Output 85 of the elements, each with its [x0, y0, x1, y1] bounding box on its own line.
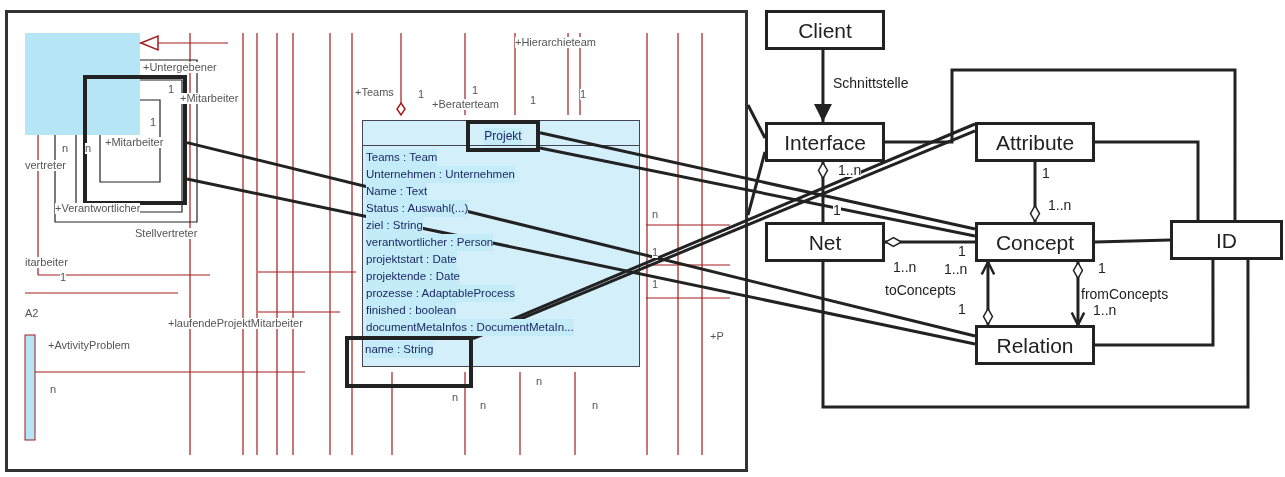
arrow	[813, 50, 832, 122]
class-box	[765, 10, 885, 50]
attribute-text: Status : Auswahl(...)	[366, 200, 469, 217]
role-label: 1	[652, 247, 659, 258]
highlight-frame	[466, 120, 540, 152]
role-label: 1	[652, 279, 659, 290]
multiplicity-label: 1..n	[944, 262, 968, 276]
class-name: Net	[808, 231, 842, 253]
connector-line	[539, 131, 976, 231]
connector-line	[539, 146, 976, 238]
role-label: 1	[60, 272, 67, 283]
class-box	[975, 325, 1095, 365]
role-label: vertreter	[25, 160, 66, 171]
role-label: n	[452, 392, 459, 403]
role-label: n	[536, 376, 543, 387]
class-box	[975, 222, 1095, 262]
multiplicity-label: 1	[1098, 261, 1106, 275]
attribute-text: Name : Text	[366, 183, 428, 200]
role-label: 1	[168, 84, 175, 95]
class-box	[1170, 220, 1283, 260]
role-label: 1	[472, 85, 479, 96]
role-label: +Mitarbeiter	[180, 93, 239, 104]
role-label: itarbeiter	[25, 257, 68, 268]
role-label: n	[50, 384, 57, 395]
multiplicity-label: 1..n	[838, 163, 862, 177]
class-name: ID	[1216, 229, 1237, 251]
role-label: +Mitarbeiter	[105, 137, 164, 148]
role-label: +Teams	[355, 87, 394, 98]
multiplicity-label: 1..n	[1048, 198, 1072, 212]
attribute-text: projektende : Date	[366, 268, 460, 285]
multiplicity-label: 1	[1042, 166, 1050, 180]
role-label: n	[592, 400, 599, 411]
connector-line	[1094, 238, 1171, 244]
attribute-text: Unternehmen : Unternehmen	[366, 166, 515, 183]
multiplicity-label: 1	[958, 302, 966, 316]
role-label: n	[85, 143, 92, 154]
class-name: Projekt	[484, 127, 522, 145]
multiplicity-label: 1..n	[1093, 303, 1117, 317]
multiplicity-label: 1	[833, 203, 841, 217]
role-label: 1	[418, 89, 425, 100]
role-label: n	[652, 209, 659, 220]
role-label: 1	[580, 89, 587, 100]
highlight-frame	[345, 336, 473, 388]
class-box	[975, 122, 1095, 162]
attribute-text: name : String	[365, 341, 434, 358]
role-label: n	[62, 143, 69, 154]
connector-line	[1095, 260, 1215, 347]
connector-line	[885, 68, 1237, 220]
edge-label: toConcepts	[884, 283, 957, 297]
role-label: Stellvertreter	[135, 228, 198, 239]
attribute-text: finished : boolean	[366, 302, 457, 319]
role-label: +Verantwortlicher	[55, 203, 141, 214]
class-box	[765, 122, 885, 162]
role-label: +Hierarchieteam	[515, 37, 596, 48]
attribute-text: ziel : String	[366, 217, 423, 234]
attribute-text: prozesse : AdaptableProcess	[366, 285, 515, 302]
role-label: +Beraterteam	[432, 99, 499, 110]
arrow	[1070, 261, 1086, 327]
role-label: 1	[530, 95, 537, 106]
role-label: +Untergebener	[143, 62, 217, 73]
attribute-text: verantwortlicher : Person	[366, 234, 494, 251]
arrow	[980, 260, 996, 326]
multiplicity-label: 1..n	[893, 260, 917, 274]
role-label: n	[480, 400, 487, 411]
edge-label: Schnittstelle	[832, 76, 910, 90]
connector-line	[1095, 140, 1200, 220]
class-name: Client	[798, 19, 852, 41]
attribute-text: Teams : Team	[366, 149, 438, 166]
role-label: +laufendeProjektMitarbeiter	[168, 318, 303, 329]
role-label: +P	[710, 331, 724, 342]
class-name: Attribute	[995, 131, 1075, 153]
class-box	[765, 222, 885, 262]
role-label: 1	[150, 117, 157, 128]
multiplicity-label: 1	[958, 244, 966, 258]
role-label: A2	[25, 308, 39, 319]
attribute-text: projektstart : Date	[366, 251, 457, 268]
class-name: Relation	[996, 334, 1074, 356]
uml-class-box	[362, 120, 640, 367]
class-name: Interface	[784, 131, 866, 153]
connector-line	[821, 260, 1250, 409]
connector-line	[746, 151, 767, 216]
edge-label: fromConcepts	[1080, 287, 1170, 301]
attribute-text: documentMetaInfos : DocumentMetaIn...	[366, 319, 574, 336]
role-label: +AvtivityProblem	[48, 340, 131, 351]
class-name: Concept	[995, 231, 1075, 253]
